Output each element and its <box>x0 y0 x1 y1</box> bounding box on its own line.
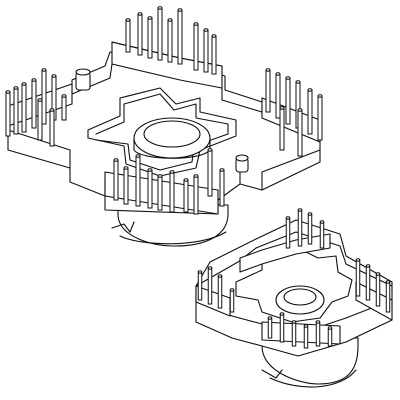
large-pin <box>123 166 129 205</box>
large-pin <box>285 76 291 125</box>
large-pin <box>297 108 303 157</box>
large-pin <box>167 18 173 63</box>
large-pin <box>125 18 131 53</box>
large-pin <box>61 94 67 121</box>
large-pin <box>279 106 285 151</box>
small-pin <box>197 270 203 301</box>
large-pin <box>135 154 141 207</box>
large-pins <box>5 6 323 215</box>
large-pin <box>113 158 119 201</box>
large-pin <box>157 6 163 61</box>
large-pin <box>183 178 189 213</box>
small-pin <box>229 288 235 313</box>
large-pin <box>265 68 271 113</box>
large-locating-posts <box>75 68 249 173</box>
large-pin <box>203 28 209 73</box>
small-pin <box>303 324 309 349</box>
large-pin <box>177 8 183 65</box>
large-pin <box>21 82 27 133</box>
small-pins <box>197 208 391 349</box>
large-pin <box>193 174 199 215</box>
small-pin <box>315 320 321 347</box>
large-pin <box>193 22 199 71</box>
large-pin <box>137 12 143 56</box>
small-pin <box>385 280 391 313</box>
small-bobbin <box>195 208 393 388</box>
large-pin <box>219 168 225 207</box>
small-pin <box>327 326 333 347</box>
small-center-hole <box>275 285 325 315</box>
large-pin <box>157 174 163 211</box>
large-bobbin <box>5 6 323 247</box>
small-pin <box>217 274 223 309</box>
large-pin <box>207 148 213 197</box>
large-pin <box>169 170 175 213</box>
large-pin <box>275 72 281 119</box>
large-pin <box>31 78 37 129</box>
large-pin <box>147 16 153 59</box>
small-pin <box>291 320 297 347</box>
large-pin <box>307 88 313 135</box>
small-pin <box>365 264 371 301</box>
small-pin <box>207 266 213 305</box>
large-pin <box>211 34 217 75</box>
small-pin <box>307 212 313 245</box>
small-pin <box>319 220 325 249</box>
large-pin <box>49 108 55 147</box>
large-pin <box>41 68 47 125</box>
small-pin-wall-top <box>239 233 331 273</box>
large-pin <box>147 168 153 209</box>
small-pin <box>279 312 285 343</box>
large-pin <box>317 94 323 141</box>
large-base-disc <box>111 204 229 247</box>
large-pin <box>13 86 19 135</box>
small-pin <box>267 316 273 339</box>
large-pin <box>5 90 11 137</box>
small-pin <box>355 258 361 297</box>
large-pin <box>37 98 43 141</box>
small-pin <box>297 208 303 247</box>
small-pin <box>285 216 291 249</box>
small-pin <box>375 272 381 307</box>
